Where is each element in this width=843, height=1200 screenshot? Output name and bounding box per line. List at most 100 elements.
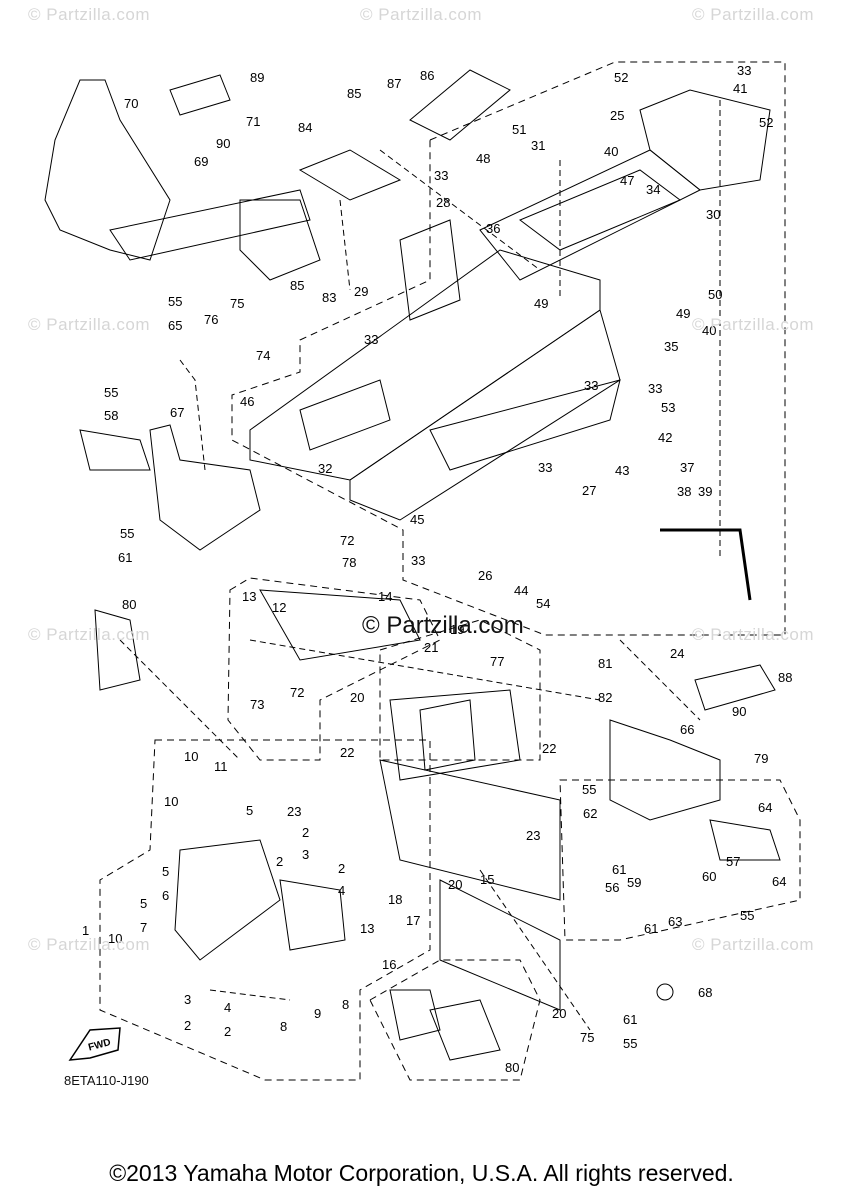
callout[interactable]: 13	[360, 921, 374, 936]
callout[interactable]: 32	[318, 461, 332, 476]
callout[interactable]: 33	[648, 381, 662, 396]
callout[interactable]: 29	[354, 284, 368, 299]
callout[interactable]: 78	[342, 555, 356, 570]
callout[interactable]: 21	[424, 640, 438, 655]
callout[interactable]: 8	[280, 1019, 287, 1034]
callout[interactable]: 61	[118, 550, 132, 565]
callout[interactable]: 17	[406, 913, 420, 928]
callout[interactable]: 23	[526, 828, 540, 843]
callout[interactable]: 55	[120, 526, 134, 541]
callout[interactable]: 22	[340, 745, 354, 760]
callout[interactable]: 14	[378, 589, 392, 604]
callout[interactable]: 3	[184, 992, 191, 1007]
callout[interactable]: 2	[338, 861, 345, 876]
callout[interactable]: 22	[542, 741, 556, 756]
callout[interactable]: 54	[536, 596, 550, 611]
callout[interactable]: 28	[436, 195, 450, 210]
callout[interactable]: 57	[726, 854, 740, 869]
callout[interactable]: 72	[340, 533, 354, 548]
callout[interactable]: 24	[670, 646, 684, 661]
callout[interactable]: 6	[162, 888, 169, 903]
callout[interactable]: 26	[478, 568, 492, 583]
callout[interactable]: 46	[240, 394, 254, 409]
callout[interactable]: 20	[448, 877, 462, 892]
callout[interactable]: 72	[290, 685, 304, 700]
callout[interactable]: 52	[759, 115, 773, 130]
callout[interactable]: 25	[610, 108, 624, 123]
callout[interactable]: 34	[646, 182, 660, 197]
callout[interactable]: 10	[108, 931, 122, 946]
callout[interactable]: 8	[342, 997, 349, 1012]
callout[interactable]: 10	[184, 749, 198, 764]
callout[interactable]: 2	[302, 825, 309, 840]
callout[interactable]: 55	[623, 1036, 637, 1051]
callout[interactable]: 5	[246, 803, 253, 818]
callout[interactable]: 79	[754, 751, 768, 766]
callout[interactable]: 39	[698, 484, 712, 499]
callout[interactable]: 52	[614, 70, 628, 85]
callout[interactable]: 63	[668, 914, 682, 929]
callout[interactable]: 37	[680, 460, 694, 475]
callout[interactable]: 31	[531, 138, 545, 153]
callout[interactable]: 76	[204, 312, 218, 327]
callout[interactable]: 74	[256, 348, 270, 363]
callout[interactable]: 42	[658, 430, 672, 445]
callout[interactable]: 80	[122, 597, 136, 612]
callout[interactable]: 61	[612, 862, 626, 877]
callout[interactable]: 85	[290, 278, 304, 293]
callout[interactable]: 5	[162, 864, 169, 879]
callout[interactable]: 81	[598, 656, 612, 671]
callout[interactable]: 13	[242, 589, 256, 604]
callout[interactable]: 75	[580, 1030, 594, 1045]
callout[interactable]: 84	[298, 120, 312, 135]
callout[interactable]: 47	[620, 173, 634, 188]
callout[interactable]: 50	[708, 287, 722, 302]
callout[interactable]: 10	[164, 794, 178, 809]
callout[interactable]: 43	[615, 463, 629, 478]
callout[interactable]: 30	[706, 207, 720, 222]
callout[interactable]: 90	[732, 704, 746, 719]
callout[interactable]: 2	[276, 854, 283, 869]
callout[interactable]: 65	[168, 318, 182, 333]
callout[interactable]: 11	[214, 759, 228, 774]
callout[interactable]: 19	[450, 622, 464, 637]
callout[interactable]: 49	[676, 306, 690, 321]
callout[interactable]: 55	[740, 908, 754, 923]
callout[interactable]: 48	[476, 151, 490, 166]
callout[interactable]: 9	[314, 1006, 321, 1021]
callout[interactable]: 87	[387, 76, 401, 91]
callout[interactable]: 90	[216, 136, 230, 151]
callout[interactable]: 23	[287, 804, 301, 819]
callout[interactable]: 27	[582, 483, 596, 498]
callout[interactable]: 55	[104, 385, 118, 400]
callout[interactable]: 68	[698, 985, 712, 1000]
callout[interactable]: 71	[246, 114, 260, 129]
callout[interactable]: 82	[598, 690, 612, 705]
callout[interactable]: 55	[582, 782, 596, 797]
callout[interactable]: 35	[664, 339, 678, 354]
callout[interactable]: 89	[250, 70, 264, 85]
callout[interactable]: 33	[434, 168, 448, 183]
callout[interactable]: 73	[250, 697, 264, 712]
callout[interactable]: 33	[584, 378, 598, 393]
callout[interactable]: 4	[224, 1000, 231, 1015]
callout[interactable]: 67	[170, 405, 184, 420]
callout[interactable]: 40	[702, 323, 716, 338]
callout[interactable]: 33	[538, 460, 552, 475]
callout[interactable]: 16	[382, 957, 396, 972]
callout[interactable]: 70	[124, 96, 138, 111]
callout[interactable]: 33	[737, 63, 751, 78]
callout[interactable]: 55	[168, 294, 182, 309]
callout[interactable]: 36	[486, 221, 500, 236]
callout[interactable]: 49	[534, 296, 548, 311]
callout[interactable]: 85	[347, 86, 361, 101]
callout[interactable]: 64	[758, 800, 772, 815]
callout[interactable]: 4	[338, 883, 345, 898]
callout[interactable]: 59	[627, 875, 641, 890]
callout[interactable]: 61	[644, 921, 658, 936]
callout[interactable]: 86	[420, 68, 434, 83]
callout[interactable]: 44	[514, 583, 528, 598]
callout[interactable]: 66	[680, 722, 694, 737]
callout[interactable]: 33	[411, 553, 425, 568]
callout[interactable]: 77	[490, 654, 504, 669]
